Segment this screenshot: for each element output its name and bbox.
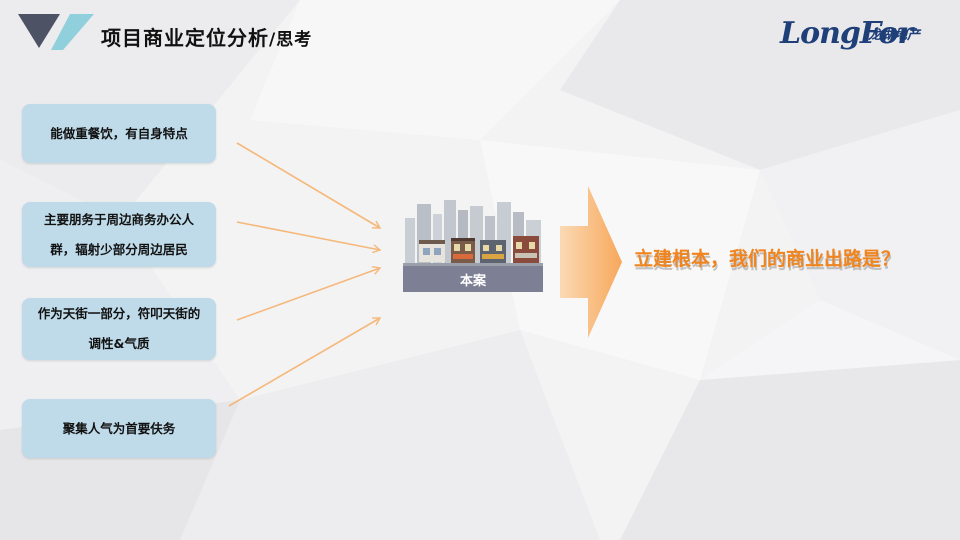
- arrow-1: [236, 142, 382, 229]
- reason-text-4: 聚集人气为首要伕务: [62, 420, 176, 436]
- logo-wordmark: LongFor: [780, 16, 913, 51]
- title-suffix: /思考: [269, 30, 313, 50]
- reason-text-1: 能做重餐饮，有自身特点: [50, 125, 188, 141]
- arrow-3: [236, 265, 382, 321]
- arrow-4: [228, 317, 382, 407]
- longfor-logo: LongFor 龙湖地产: [780, 16, 940, 56]
- reason-text-3: 作为天街一部分，符叩天街的调性&气质: [37, 306, 201, 351]
- title-main: 项目商业定位分析: [101, 26, 269, 50]
- reason-box-2: 主要朋务于周边商务办公人群，辐射少部分周边居民: [22, 202, 216, 267]
- reason-box-1: 能做重餐饮，有自身特点: [22, 104, 216, 163]
- arrow-2: [236, 221, 382, 254]
- page-title: 项目商业定位分析/思考: [101, 22, 312, 51]
- header-decoration: [18, 14, 94, 50]
- reason-box-4: 聚集人气为首要伕务: [22, 399, 216, 458]
- logo-chinese: 龙湖地产: [868, 28, 921, 43]
- reason-box-3: 作为天街一部分，符叩天街的调性&气质: [22, 298, 216, 360]
- project-label-text: 本案: [459, 273, 486, 289]
- big-arrow-icon: [560, 186, 622, 338]
- city-skyline-icon: [403, 200, 543, 266]
- project-label: 本案: [403, 266, 543, 292]
- conclusion-question: 立建根本，我们的商业出路是？: [634, 248, 901, 270]
- reason-text-2: 主要朋务于周边商务办公人群，辐射少部分周边居民: [43, 211, 194, 257]
